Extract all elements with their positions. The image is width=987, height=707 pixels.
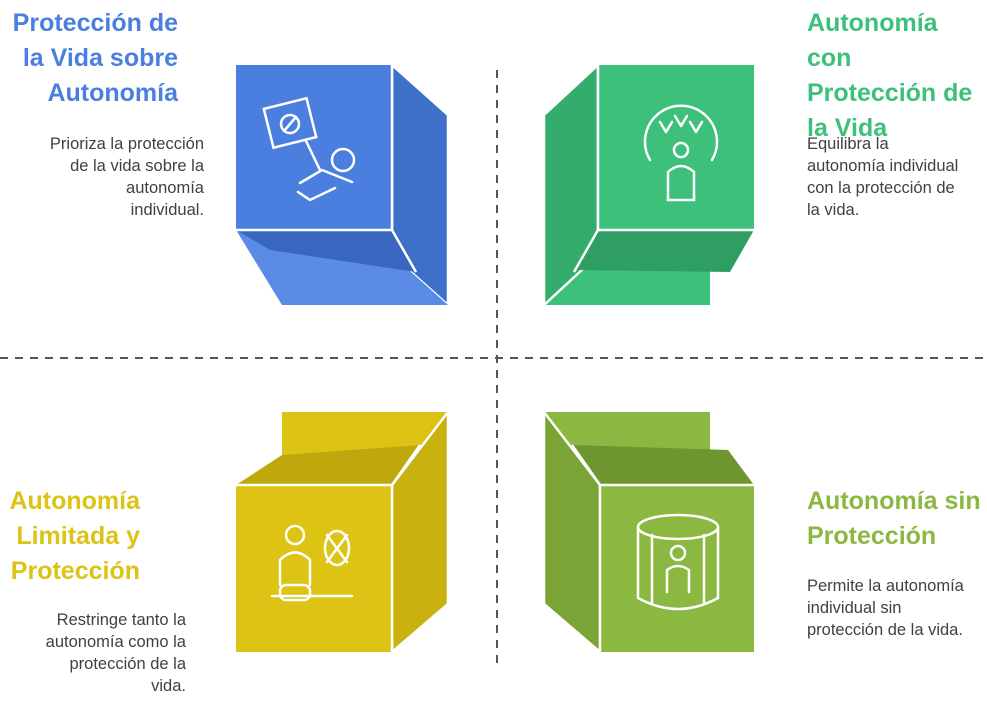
description-top-left: Prioriza la protección de la vida sobre … xyxy=(10,133,204,221)
title-line: Protección de xyxy=(807,79,973,107)
person-arrows-icon xyxy=(643,104,719,202)
top-left-card xyxy=(236,62,450,308)
no-sign-person-icon xyxy=(262,96,356,202)
title-bottom-left: Autonomía Limitada y Protección xyxy=(6,484,140,589)
title-line: Autonomía sin xyxy=(807,487,981,515)
person-in-cylinder-icon xyxy=(636,513,720,611)
title-line: la Vida xyxy=(807,114,888,142)
title-line: Autonomía xyxy=(47,79,178,107)
title-line: Protección de xyxy=(12,9,178,37)
desc-line: Restringe tanto la xyxy=(56,611,186,629)
desc-line: autonomía individual xyxy=(807,157,959,175)
title-line: Autonomía con xyxy=(807,9,938,72)
desc-line: la vida. xyxy=(807,201,860,219)
desc-line: con la protección de xyxy=(807,179,955,197)
restricted-person-icon xyxy=(270,524,354,602)
title-line: Limitada y xyxy=(16,522,140,550)
description-bottom-left: Restringe tanto la autonomía como la pro… xyxy=(6,609,186,697)
desc-line: vida. xyxy=(151,677,186,695)
description-top-right: Equilibra la autonomía individual con la… xyxy=(807,133,987,221)
desc-line: individual sin xyxy=(807,599,902,617)
desc-line: autonomía xyxy=(126,179,204,197)
title-line: la Vida sobre xyxy=(22,44,178,72)
title-line: Autonomía xyxy=(9,487,140,515)
desc-line: individual. xyxy=(130,201,204,219)
desc-line: autonomía como la xyxy=(45,633,186,651)
desc-line: Prioriza la protección xyxy=(49,135,204,153)
title-top-left: Protección de la Vida sobre Autonomía xyxy=(6,6,178,111)
title-line: Protección xyxy=(807,522,937,550)
desc-line: Permite la autonomía xyxy=(807,577,964,595)
desc-line: Equilibra la xyxy=(807,135,889,153)
bottom-right-card xyxy=(542,408,754,655)
description-bottom-right: Permite la autonomía individual sin prot… xyxy=(807,575,987,641)
top-right-card xyxy=(542,62,754,308)
desc-line: de la vida sobre la xyxy=(70,157,204,175)
desc-line: protección de la xyxy=(69,655,187,673)
title-line: Protección xyxy=(10,557,140,585)
bottom-left-card xyxy=(236,408,450,655)
title-bottom-right: Autonomía sin Protección xyxy=(807,484,987,554)
title-top-right: Autonomía con Protección de la Vida xyxy=(807,6,987,146)
desc-line: protección de la vida. xyxy=(807,621,963,639)
